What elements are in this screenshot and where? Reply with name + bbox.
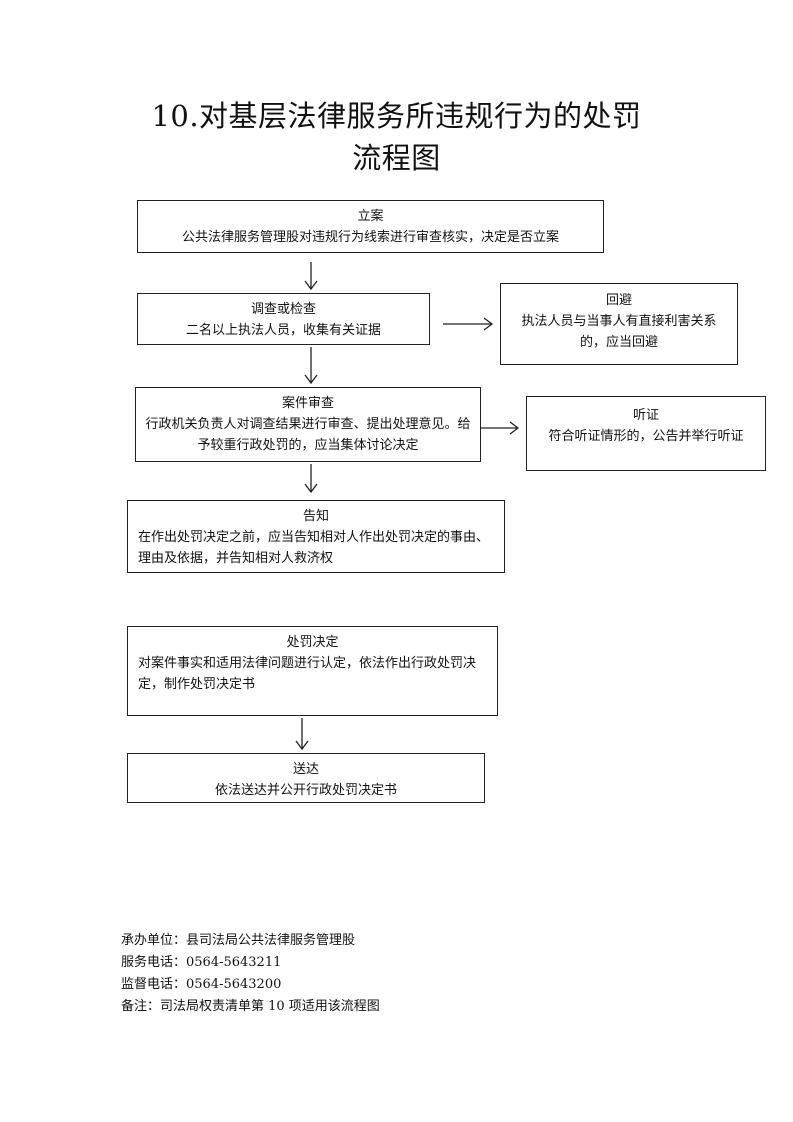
- step-hearing-title: 听证: [632, 408, 659, 423]
- step-decision-title: 处罚决定: [286, 635, 339, 650]
- step-decision-box: 处罚决定 对案件事实和适用法律问题进行认定，依法作出行政处罚决定，制作处罚决定书: [127, 626, 498, 716]
- step-recusal-title: 回避: [605, 293, 632, 308]
- step-filing-title: 立案: [357, 209, 384, 224]
- page-title: 10.对基层法律服务所违规行为的处罚: [151, 99, 642, 133]
- arrow-review-to-hearing: [481, 421, 520, 435]
- step-delivery-title: 送达: [292, 762, 319, 777]
- footer-note: 备注：司法局权责清单第 10 项适用该流程图: [121, 999, 380, 1014]
- page-subtitle: 流程图: [352, 141, 441, 175]
- step-investigation-box: 调查或检查 二名以上执法人员，收集有关证据: [137, 293, 430, 345]
- step-hearing-text: 符合听证情形的，公告并举行听证: [548, 429, 744, 444]
- step-filing-box: 立案 公共法律服务管理股对违规行为线索进行审查核实，决定是否立案: [137, 200, 604, 253]
- arrow-decision-to-delivery: [295, 718, 309, 751]
- footer-service-phone: 服务电话：0564-5643211: [121, 955, 282, 970]
- step-case-review-title: 案件审查: [281, 396, 334, 411]
- step-delivery-box: 送达 依法送达并公开行政处罚决定书: [127, 753, 485, 803]
- arrow-investigation-to-recusal: [443, 317, 494, 331]
- step-delivery-text: 依法送达并公开行政处罚决定书: [214, 783, 397, 798]
- arrow-investigation-to-review: [304, 347, 318, 385]
- step-investigation-title: 调查或检查: [250, 302, 316, 317]
- step-decision-text: 对案件事实和适用法律问题进行认定，依法作出行政处罚决定，制作处罚决定书: [138, 656, 477, 692]
- step-hearing-box: 听证 符合听证情形的，公告并举行听证: [526, 396, 766, 471]
- step-filing-text: 公共法律服务管理股对违规行为线索进行审查核实，决定是否立案: [181, 230, 559, 245]
- step-recusal-text: 执法人员与当事人有直接利害关系的，应当回避: [521, 314, 717, 350]
- step-notification-box: 告知 在作出处罚决定之前，应当告知相对人作出处罚决定的事由、理由及依据，并告知相…: [127, 500, 505, 573]
- step-notification-title: 告知: [302, 509, 329, 524]
- arrow-filing-to-investigation: [304, 262, 318, 291]
- step-case-review-box: 案件审查 行政机关负责人对调查结果进行审查、提出处理意见。给予较重行政处罚的，应…: [135, 387, 481, 462]
- footer-unit: 承办单位：县司法局公共法律服务管理股: [121, 933, 356, 948]
- footer-info: 承办单位：县司法局公共法律服务管理股 服务电话：0564-5643211 监督电…: [121, 930, 380, 1018]
- step-notification-text: 在作出处罚决定之前，应当告知相对人作出处罚决定的事由、理由及依据，并告知相对人救…: [138, 530, 490, 566]
- step-investigation-text: 二名以上执法人员，收集有关证据: [185, 323, 381, 338]
- footer-supervise-phone: 监督电话：0564-5643200: [121, 977, 282, 992]
- arrow-review-to-notification: [304, 464, 318, 494]
- step-case-review-text: 行政机关负责人对调查结果进行审查、提出处理意见。给予较重行政处罚的，应当集体讨论…: [145, 417, 471, 453]
- step-recusal-box: 回避 执法人员与当事人有直接利害关系的，应当回避: [500, 283, 738, 365]
